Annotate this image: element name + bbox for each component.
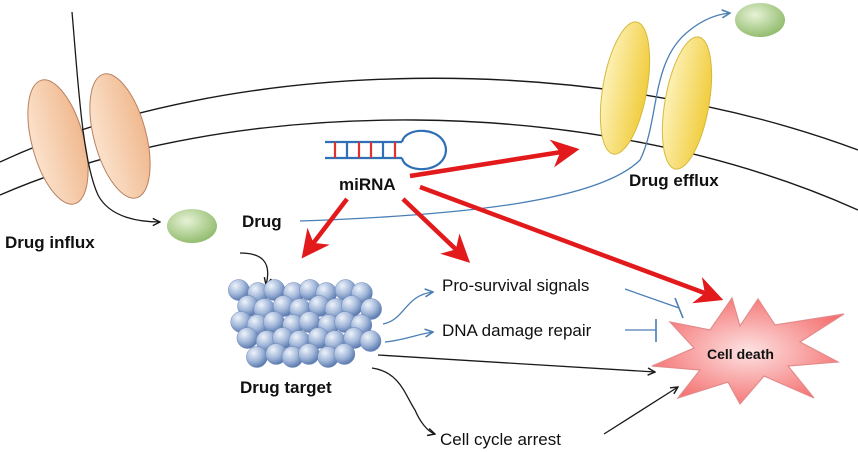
influx-arrow (71, 11, 160, 222)
drug-target-cluster (228, 279, 382, 368)
efflux-transporter-left (599, 21, 651, 155)
efflux-transporter-right (661, 36, 713, 170)
target-to-pro-survival-arrow (382, 292, 433, 325)
drug-target-label: Drug target (240, 378, 332, 397)
target-to-dna-repair-arrow (384, 332, 433, 343)
drug-target-sphere (246, 346, 268, 368)
mirna-to-cell-death-arrow (419, 184, 724, 304)
pro-survival-label: Pro-survival signals (442, 276, 589, 295)
cell-death-burst (651, 296, 845, 406)
mirna-hairpin-icon (325, 129, 448, 171)
drug-target-sphere (360, 298, 382, 320)
target-to-cell-death-arrow (377, 354, 655, 372)
dna-repair-label: DNA damage repair (442, 321, 592, 340)
cell-cycle-label: Cell cycle arrest (440, 430, 561, 449)
drug-efflux-label: Drug efflux (629, 171, 719, 190)
drug-target-sphere (236, 327, 259, 349)
mirna-to-drug-target-arrow (301, 197, 349, 259)
cell-cycle-to-cell-death-arrow (603, 387, 678, 435)
cell-death-label: Cell death (707, 346, 774, 362)
influx-transporter-right (89, 73, 151, 199)
pro-survival-inhibition-line (624, 288, 680, 309)
drug-molecule (167, 209, 217, 243)
influx-transporter-left (27, 79, 89, 205)
drug-target-sphere (359, 330, 382, 352)
effluxed-drug-molecule (735, 3, 785, 37)
drug-target-sphere (333, 343, 356, 365)
drug-to-target-arrow (239, 252, 268, 285)
mirna-to-pro-survival-arrow (401, 197, 471, 263)
drug-influx-label: Drug influx (5, 233, 95, 252)
mirna-label: miRNA (339, 175, 396, 194)
pro-survival-inhibition-bar (674, 297, 684, 319)
drug-target-sphere (298, 343, 320, 365)
target-to-cell-cycle-arrow (371, 367, 435, 434)
drug-label: Drug (242, 212, 282, 231)
efflux-arrow (299, 13, 730, 222)
mirna-to-efflux-arrow (409, 139, 580, 179)
